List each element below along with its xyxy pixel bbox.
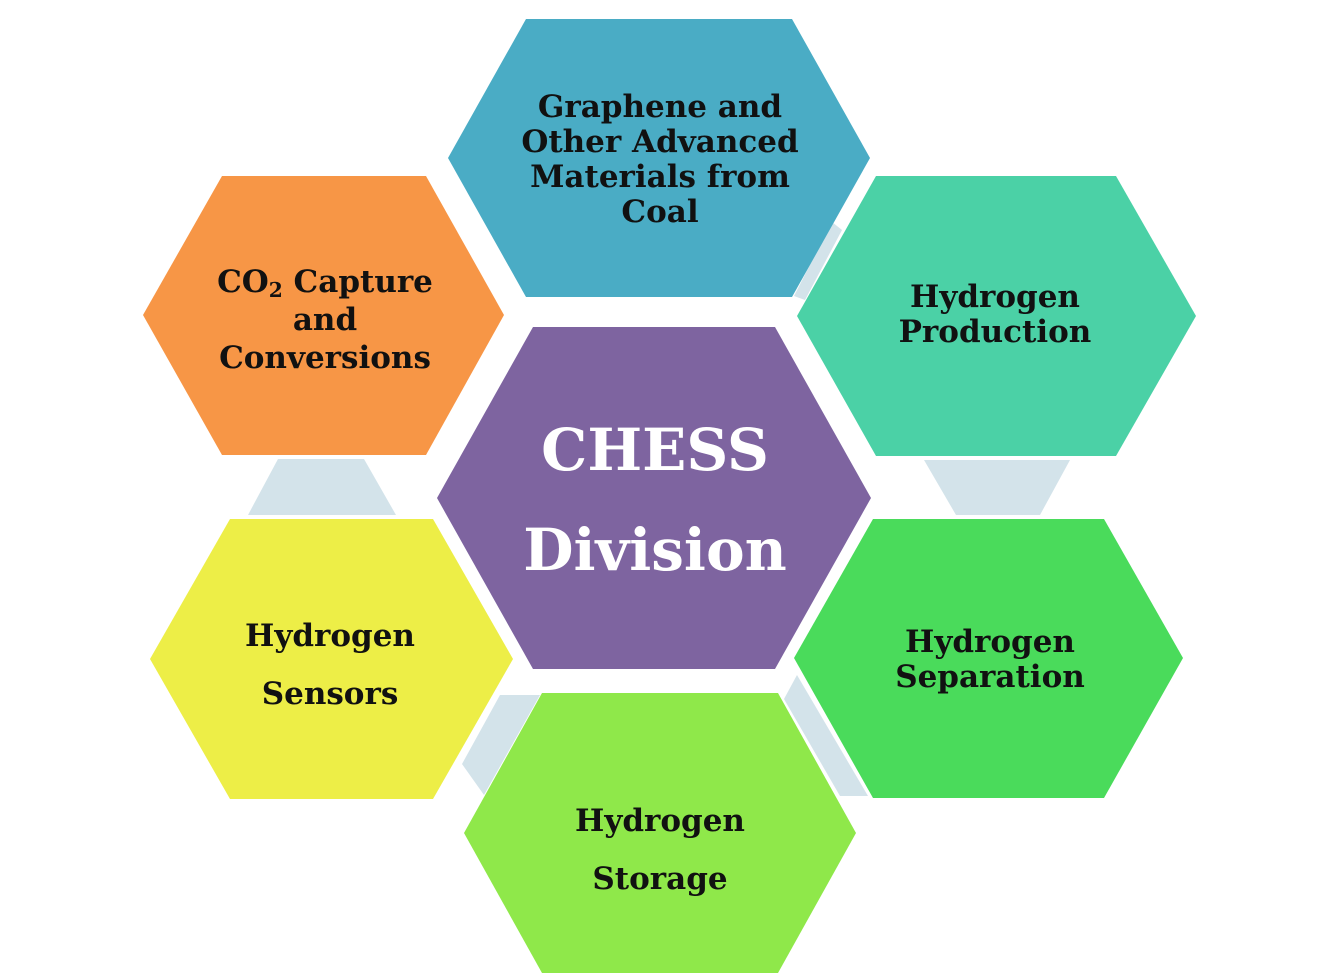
node-label-hydrogen-sensors: Hydrogen Sensors: [180, 590, 480, 740]
node-label-hydrogen-storage: Hydrogen Storage: [500, 770, 820, 930]
co2-prefix: CO: [217, 264, 269, 300]
hexagon-hydrogen-sensors: [150, 519, 513, 799]
center-line-1: CHESS: [541, 416, 769, 484]
node-label-hydrogen-production: Hydrogen Production: [840, 250, 1150, 380]
node-label-graphene: Graphene and Other Advanced Materials fr…: [470, 60, 850, 260]
node-label-hydrogen-separation: Hydrogen Separation: [830, 590, 1150, 730]
h2-storage-line-2: Storage: [592, 861, 728, 897]
co2-subscript: 2: [268, 278, 283, 303]
connector-separation-storage: [784, 675, 868, 796]
center-line-2: Division: [523, 516, 787, 584]
graphene-line-1: Graphene and: [537, 89, 783, 125]
hexagon-hydrogen-storage: [464, 693, 856, 973]
connector-graphene-production: [794, 222, 842, 300]
h2-separation-line-1: Hydrogen: [905, 624, 1075, 660]
co2-suffix: Capture: [282, 264, 433, 300]
connector-co2-sensors: [248, 459, 396, 515]
hexagon-hydrogen-separation: [794, 519, 1183, 798]
h2-sensors-line-2: Sensors: [261, 676, 399, 712]
center-label: CHESS Division: [480, 390, 830, 610]
h2-production-line-1: Hydrogen: [910, 279, 1080, 315]
graphene-line-3: Materials from: [530, 159, 790, 195]
hexagon-chess-division: [437, 327, 871, 669]
graphene-line-2: Other Advanced: [521, 124, 799, 160]
co2-line-2: and: [292, 302, 358, 338]
hexagon-co2: [143, 176, 504, 455]
h2-production-line-2: Production: [898, 314, 1092, 350]
h2-storage-line-1: Hydrogen: [575, 803, 745, 839]
co2-line-1: CO2 Capture: [217, 263, 433, 301]
hexagon-hydrogen-production: [797, 176, 1196, 456]
node-label-co2: CO2 Capture and Conversions: [170, 230, 480, 410]
connector-sensors-storage: [462, 695, 540, 795]
hexagon-graphene: [448, 19, 870, 297]
h2-sensors-line-1: Hydrogen: [245, 618, 415, 654]
connector-production-separation: [924, 460, 1070, 515]
h2-separation-line-2: Separation: [895, 659, 1085, 695]
co2-line-3: Conversions: [219, 340, 431, 376]
graphene-line-4: Coal: [621, 194, 699, 230]
